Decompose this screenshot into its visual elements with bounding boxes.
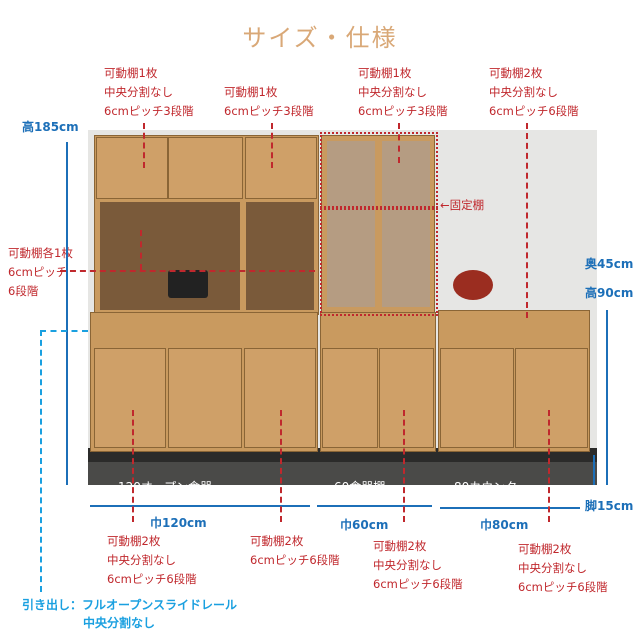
- pointer-line: [271, 123, 273, 168]
- height-counter-label: 高90cm: [585, 286, 634, 300]
- drawer-note-sub: 中央分割なし: [83, 616, 156, 630]
- leg-arrow: [593, 455, 595, 485]
- glass-lower-highlight: [320, 208, 438, 316]
- height-total-label: 高185cm: [22, 120, 79, 134]
- depth-label: 奥45cm: [585, 257, 634, 271]
- pointer-line: [403, 410, 405, 522]
- leg-label: 脚15cm: [585, 499, 634, 513]
- pointer-line: [60, 270, 315, 272]
- page-title: サイズ・仕様: [242, 24, 398, 52]
- counter-height-arrow: [606, 310, 608, 485]
- product-name-120: 120オープン食器: [118, 480, 213, 494]
- pointer-line: [140, 230, 142, 270]
- pointer-line: [526, 123, 528, 318]
- product-name-80: 80カウンター: [454, 480, 530, 494]
- width-80-label: 巾80cm: [480, 518, 529, 532]
- product-name-60: 60食器棚: [334, 480, 386, 494]
- product-photo: 120オープン食器 60食器棚 80カウンター: [88, 130, 597, 494]
- glass-upper-highlight: [320, 132, 438, 208]
- height-arrow: [66, 142, 68, 485]
- width-60-arrow: [317, 505, 432, 507]
- pointer-line: [548, 410, 550, 522]
- width-60-label: 巾60cm: [340, 518, 389, 532]
- width-80-arrow: [440, 507, 580, 509]
- pointer-line: [280, 410, 282, 522]
- width-120-arrow: [90, 505, 310, 507]
- drawer-pointer-line: [40, 330, 88, 332]
- pointer-line: [398, 123, 400, 163]
- fixed-shelf-label: ←固定棚: [440, 198, 485, 212]
- pointer-line: [132, 410, 134, 522]
- drawer-note: 引き出し：フルオープンスライドレール: [22, 598, 238, 612]
- drawer-pointer-line: [40, 330, 42, 592]
- width-120-label: 巾120cm: [150, 516, 207, 530]
- pointer-line: [143, 123, 145, 168]
